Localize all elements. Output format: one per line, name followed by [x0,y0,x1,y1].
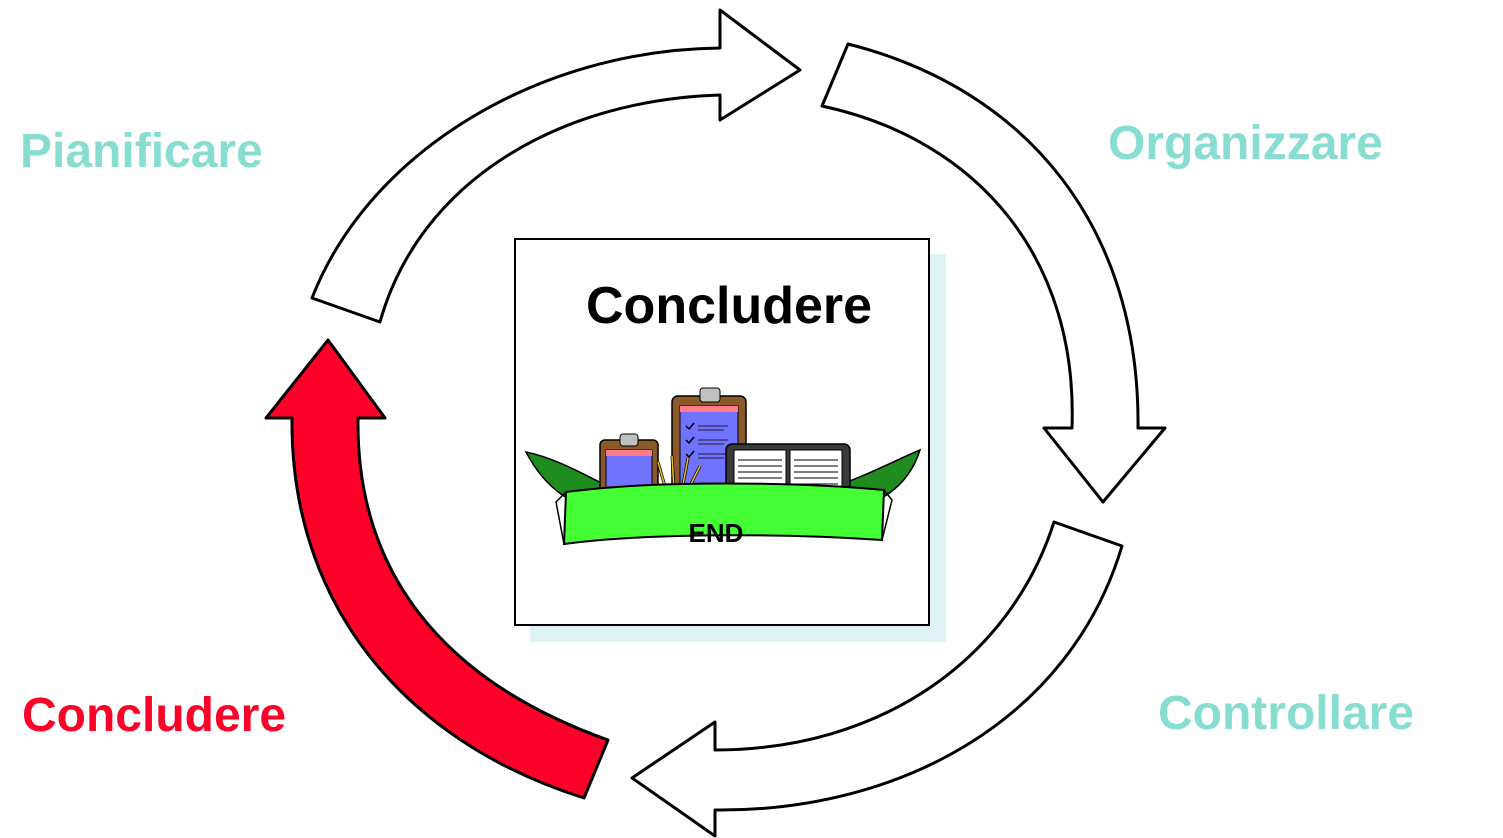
project-end-clipart [524,387,922,546]
arrow-plan-to-organize [310,8,802,324]
phase-label-plan: Pianificare [20,125,263,178]
phase-label-close: Concludere [22,689,287,742]
arrow-control-to-close [630,520,1124,838]
banner-text: END [688,518,744,548]
phase-label-control: Controllare [1158,687,1415,740]
center-title: Concludere [586,277,873,335]
arrow-close-to-plan [264,338,610,800]
arrow-organize-to-control [820,42,1167,504]
phase-label-organize: Organizzare [1108,117,1383,170]
center-card: Concludere END [514,238,930,626]
